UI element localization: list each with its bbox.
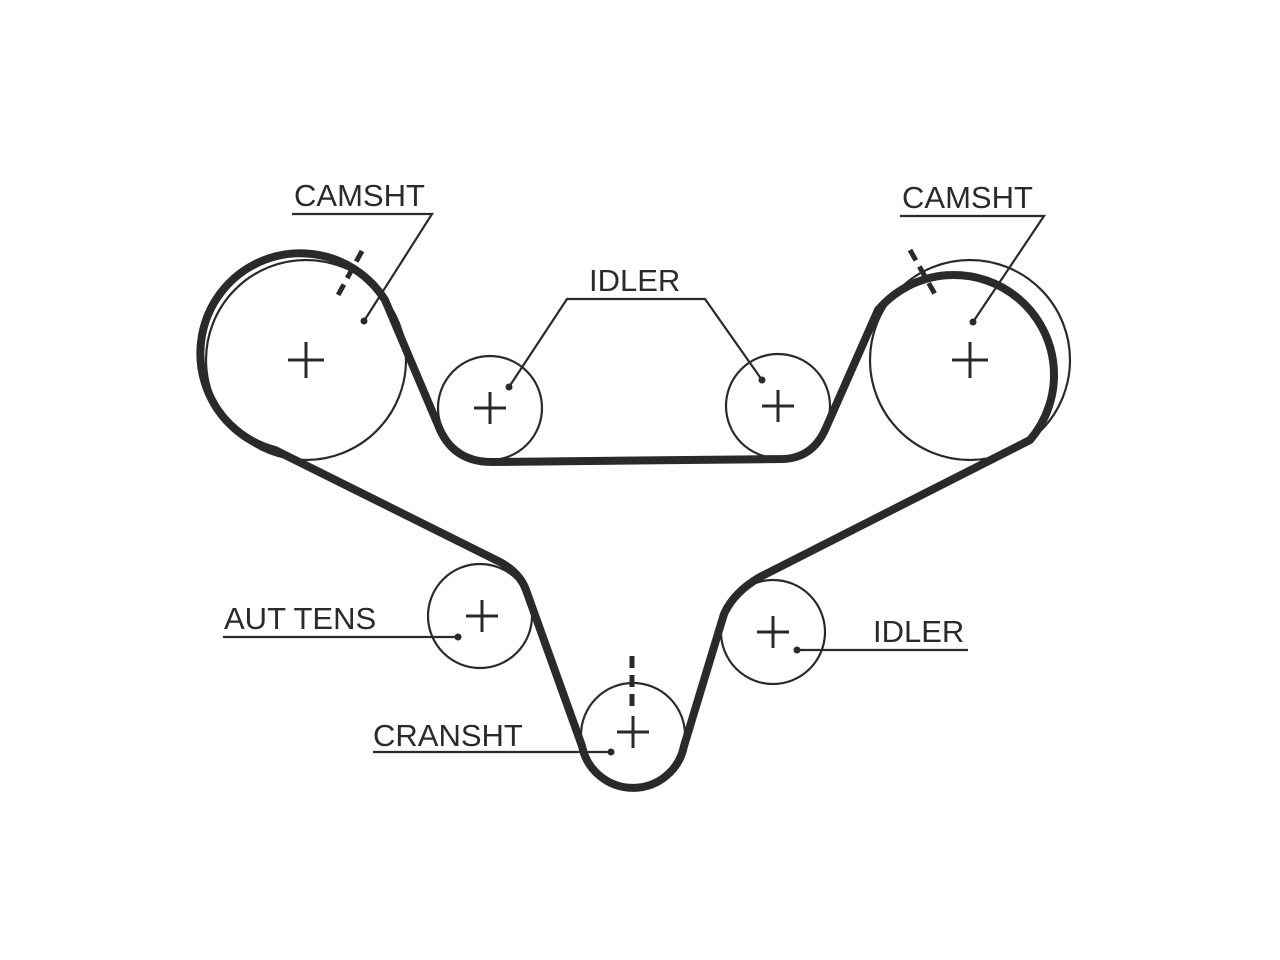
- pulleys: [204, 258, 1072, 789]
- camshaft-left-timing-mark: [334, 249, 365, 299]
- idler-lower-right-center-icon: [757, 616, 789, 648]
- crankshaft-label: CRANSHT: [373, 718, 523, 753]
- idler-right-label: IDLER: [873, 614, 964, 649]
- idler-top-leader-dot-left: [505, 383, 513, 391]
- camshaft-pulley-right: [868, 258, 1072, 462]
- idler-right-leader-dot: [793, 646, 801, 654]
- idler-top-label: IDLER: [589, 263, 680, 298]
- camshaft-right-center-icon: [952, 342, 988, 378]
- labels: CAMSHT CAMSHT IDLER AUT TENS IDLER CRANS…: [224, 178, 1033, 753]
- camshaft-right-label: CAMSHT: [902, 180, 1033, 215]
- timing-belt: [196, 249, 1058, 792]
- idler-top-left-center-icon: [474, 392, 506, 424]
- crankshaft-center-icon: [617, 716, 649, 748]
- camshaft-right-leader-dot: [969, 318, 977, 326]
- camshaft-left-leader: [292, 212, 435, 322]
- leader-lines: [223, 212, 1047, 756]
- camshaft-pulley-left: [204, 258, 408, 462]
- timing-marks: [334, 248, 939, 708]
- tensioner-center-icon: [466, 600, 498, 632]
- tensioner-leader-dot: [454, 633, 462, 641]
- camshaft-left-leader-dot: [360, 317, 368, 325]
- camshaft-right-timing-mark: [907, 248, 939, 298]
- center-marks: [288, 342, 988, 748]
- tensioner-label: AUT TENS: [224, 601, 376, 636]
- camshaft-left-label: CAMSHT: [294, 178, 425, 213]
- idler-top-right-center-icon: [762, 390, 794, 422]
- idler-top-leader-dot-right: [758, 376, 766, 384]
- idler-top-leader: [508, 297, 763, 388]
- crankshaft-leader-dot: [607, 748, 615, 756]
- camshaft-right-leader: [900, 214, 1047, 323]
- camshaft-left-center-icon: [288, 342, 324, 378]
